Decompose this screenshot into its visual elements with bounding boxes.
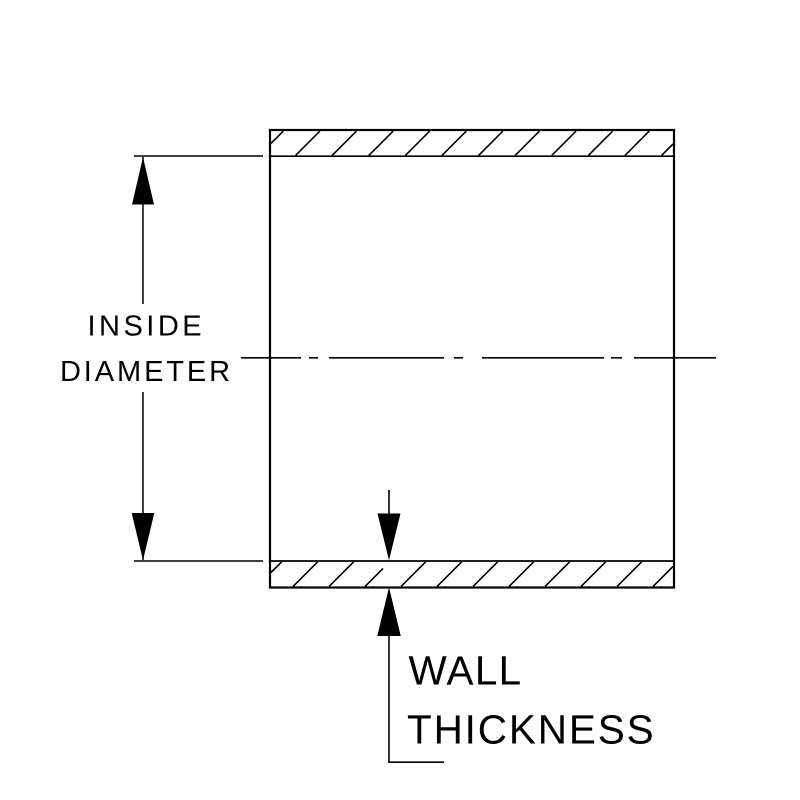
svg-text:DIAMETER: DIAMETER — [60, 356, 233, 388]
svg-text:WALL: WALL — [409, 648, 523, 694]
svg-text:INSIDE: INSIDE — [87, 311, 205, 343]
svg-text:THICKNESS: THICKNESS — [407, 707, 655, 753]
